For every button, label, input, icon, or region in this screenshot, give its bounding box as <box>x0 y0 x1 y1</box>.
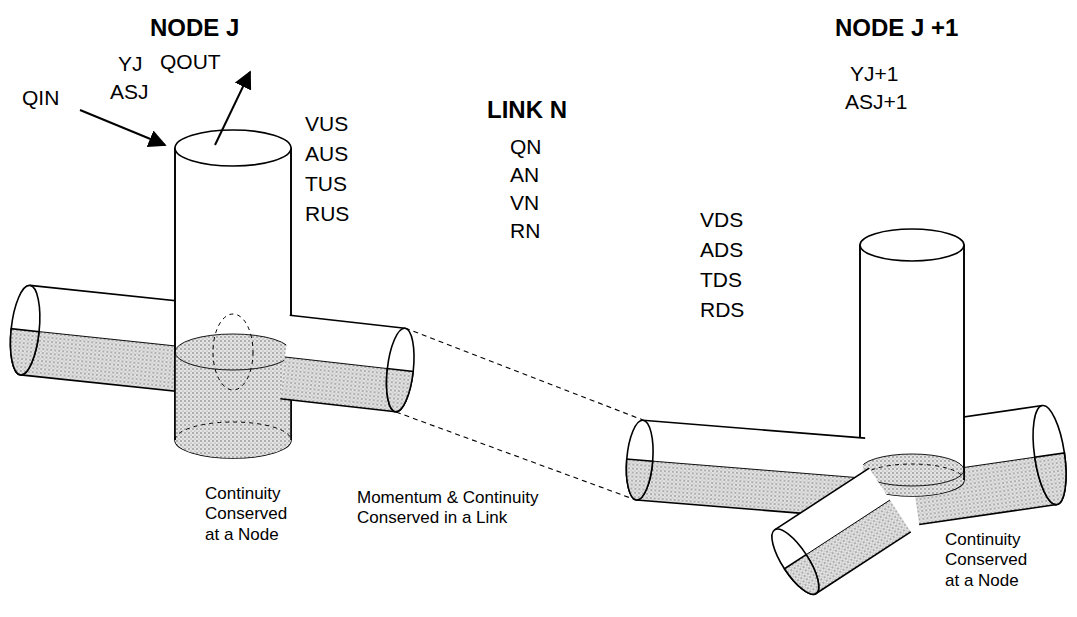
variable-label: YJ <box>118 52 143 76</box>
flow-arrow <box>215 72 250 145</box>
label-slot: TDS <box>700 268 742 292</box>
label-slot: YJ+1 <box>850 62 898 86</box>
note-label: Continuity Conserved at a Node <box>945 530 1045 591</box>
heading-label: LINK N <box>487 96 567 124</box>
flow-arrow <box>80 110 165 145</box>
variable-label: TDS <box>700 268 742 292</box>
label-slot: ASJ+1 <box>845 90 907 114</box>
manhole-symbol <box>175 334 291 370</box>
link-outline <box>405 328 643 420</box>
label-slot: NODE J +1 <box>835 14 958 42</box>
pipe-symbol <box>1035 453 1072 507</box>
variable-label: QN <box>510 135 542 159</box>
pipe-symbol <box>640 460 862 478</box>
label-slot: AN <box>510 163 539 187</box>
manhole-symbol <box>860 464 964 480</box>
manhole-symbol <box>860 229 964 261</box>
manhole-symbol <box>175 130 291 458</box>
pipe-symbol <box>643 420 865 438</box>
heading-label: NODE J <box>150 14 239 42</box>
pipe-symbol <box>624 459 653 501</box>
note-label: Momentum & Continuity Conserved in a Lin… <box>357 488 597 529</box>
pipe-symbol <box>1028 403 1072 506</box>
pipe-symbol <box>280 315 405 411</box>
pipe-symbol <box>280 315 418 413</box>
manhole-symbol <box>174 148 176 440</box>
pipe-symbol <box>919 505 1057 525</box>
pipe-symbol <box>7 329 40 377</box>
label-slot: VN <box>510 191 539 215</box>
link-outline <box>396 328 643 500</box>
pipe-symbol <box>764 523 827 601</box>
variable-label: VDS <box>700 208 743 232</box>
variable-label: QIN <box>22 86 59 110</box>
pipe-symbol <box>816 532 911 594</box>
label-slot: ADS <box>700 238 743 262</box>
label-slot: YJ <box>118 52 143 76</box>
manhole-symbol <box>175 422 291 440</box>
variable-label: AN <box>510 163 539 187</box>
label-slot: Continuity Conserved at a Node <box>945 530 1045 591</box>
label-slot: VUS <box>305 112 348 136</box>
label-slot: Continuity Conserved at a Node <box>205 484 305 545</box>
pipe-symbol <box>383 327 418 413</box>
label-slot: QIN <box>22 86 59 110</box>
heading-label: NODE J +1 <box>835 14 958 42</box>
manhole-symbol <box>175 148 291 458</box>
label-slot: AUS <box>305 142 348 166</box>
variable-label: VN <box>510 191 539 215</box>
manhole-symbol <box>860 245 964 496</box>
pipe-symbol <box>784 555 827 601</box>
variable-label: AUS <box>305 142 348 166</box>
pipe-symbol <box>764 468 911 600</box>
variable-label: ASJ+1 <box>845 90 907 114</box>
variable-label: RDS <box>700 298 744 322</box>
variable-label: QOUT <box>160 50 221 74</box>
label-slot: Momentum & Continuity Conserved in a Lin… <box>357 488 597 529</box>
label-slot: RN <box>510 219 540 243</box>
variable-label: RN <box>510 219 540 243</box>
note-label: Continuity Conserved at a Node <box>205 484 305 545</box>
pipe-symbol <box>775 468 870 530</box>
variable-label: YJ+1 <box>850 62 898 86</box>
label-slot: QN <box>510 135 542 159</box>
label-slot: VDS <box>700 208 743 232</box>
pipe-symbol <box>624 419 656 501</box>
link-outline <box>396 412 636 500</box>
manhole-symbol <box>860 229 964 496</box>
variable-label: RUS <box>305 202 349 226</box>
label-slot: LINK N <box>487 96 567 124</box>
manhole-symbol <box>175 130 291 166</box>
variable-label: ADS <box>700 238 743 262</box>
label-slot: ASJ <box>110 80 149 104</box>
variable-label: ASJ <box>110 80 149 104</box>
pipe-symbol <box>795 500 890 562</box>
label-slot: RUS <box>305 202 349 226</box>
variable-label: TUS <box>305 172 347 196</box>
label-slot: TUS <box>305 172 347 196</box>
label-slot: QOUT <box>160 50 221 74</box>
pipe-symbol <box>290 315 405 328</box>
pipe-symbol <box>383 369 414 414</box>
manhole-symbol <box>963 245 965 480</box>
pipe-symbol <box>7 284 44 376</box>
pipe-symbol <box>280 357 400 412</box>
label-slot: NODE J <box>150 14 239 42</box>
variable-label: VUS <box>305 112 348 136</box>
flow-arrow <box>80 72 250 145</box>
label-slot: RDS <box>700 298 744 322</box>
manhole-symbol <box>213 314 253 390</box>
pipe-symbol <box>280 399 395 412</box>
pipe-symbol <box>285 357 400 370</box>
